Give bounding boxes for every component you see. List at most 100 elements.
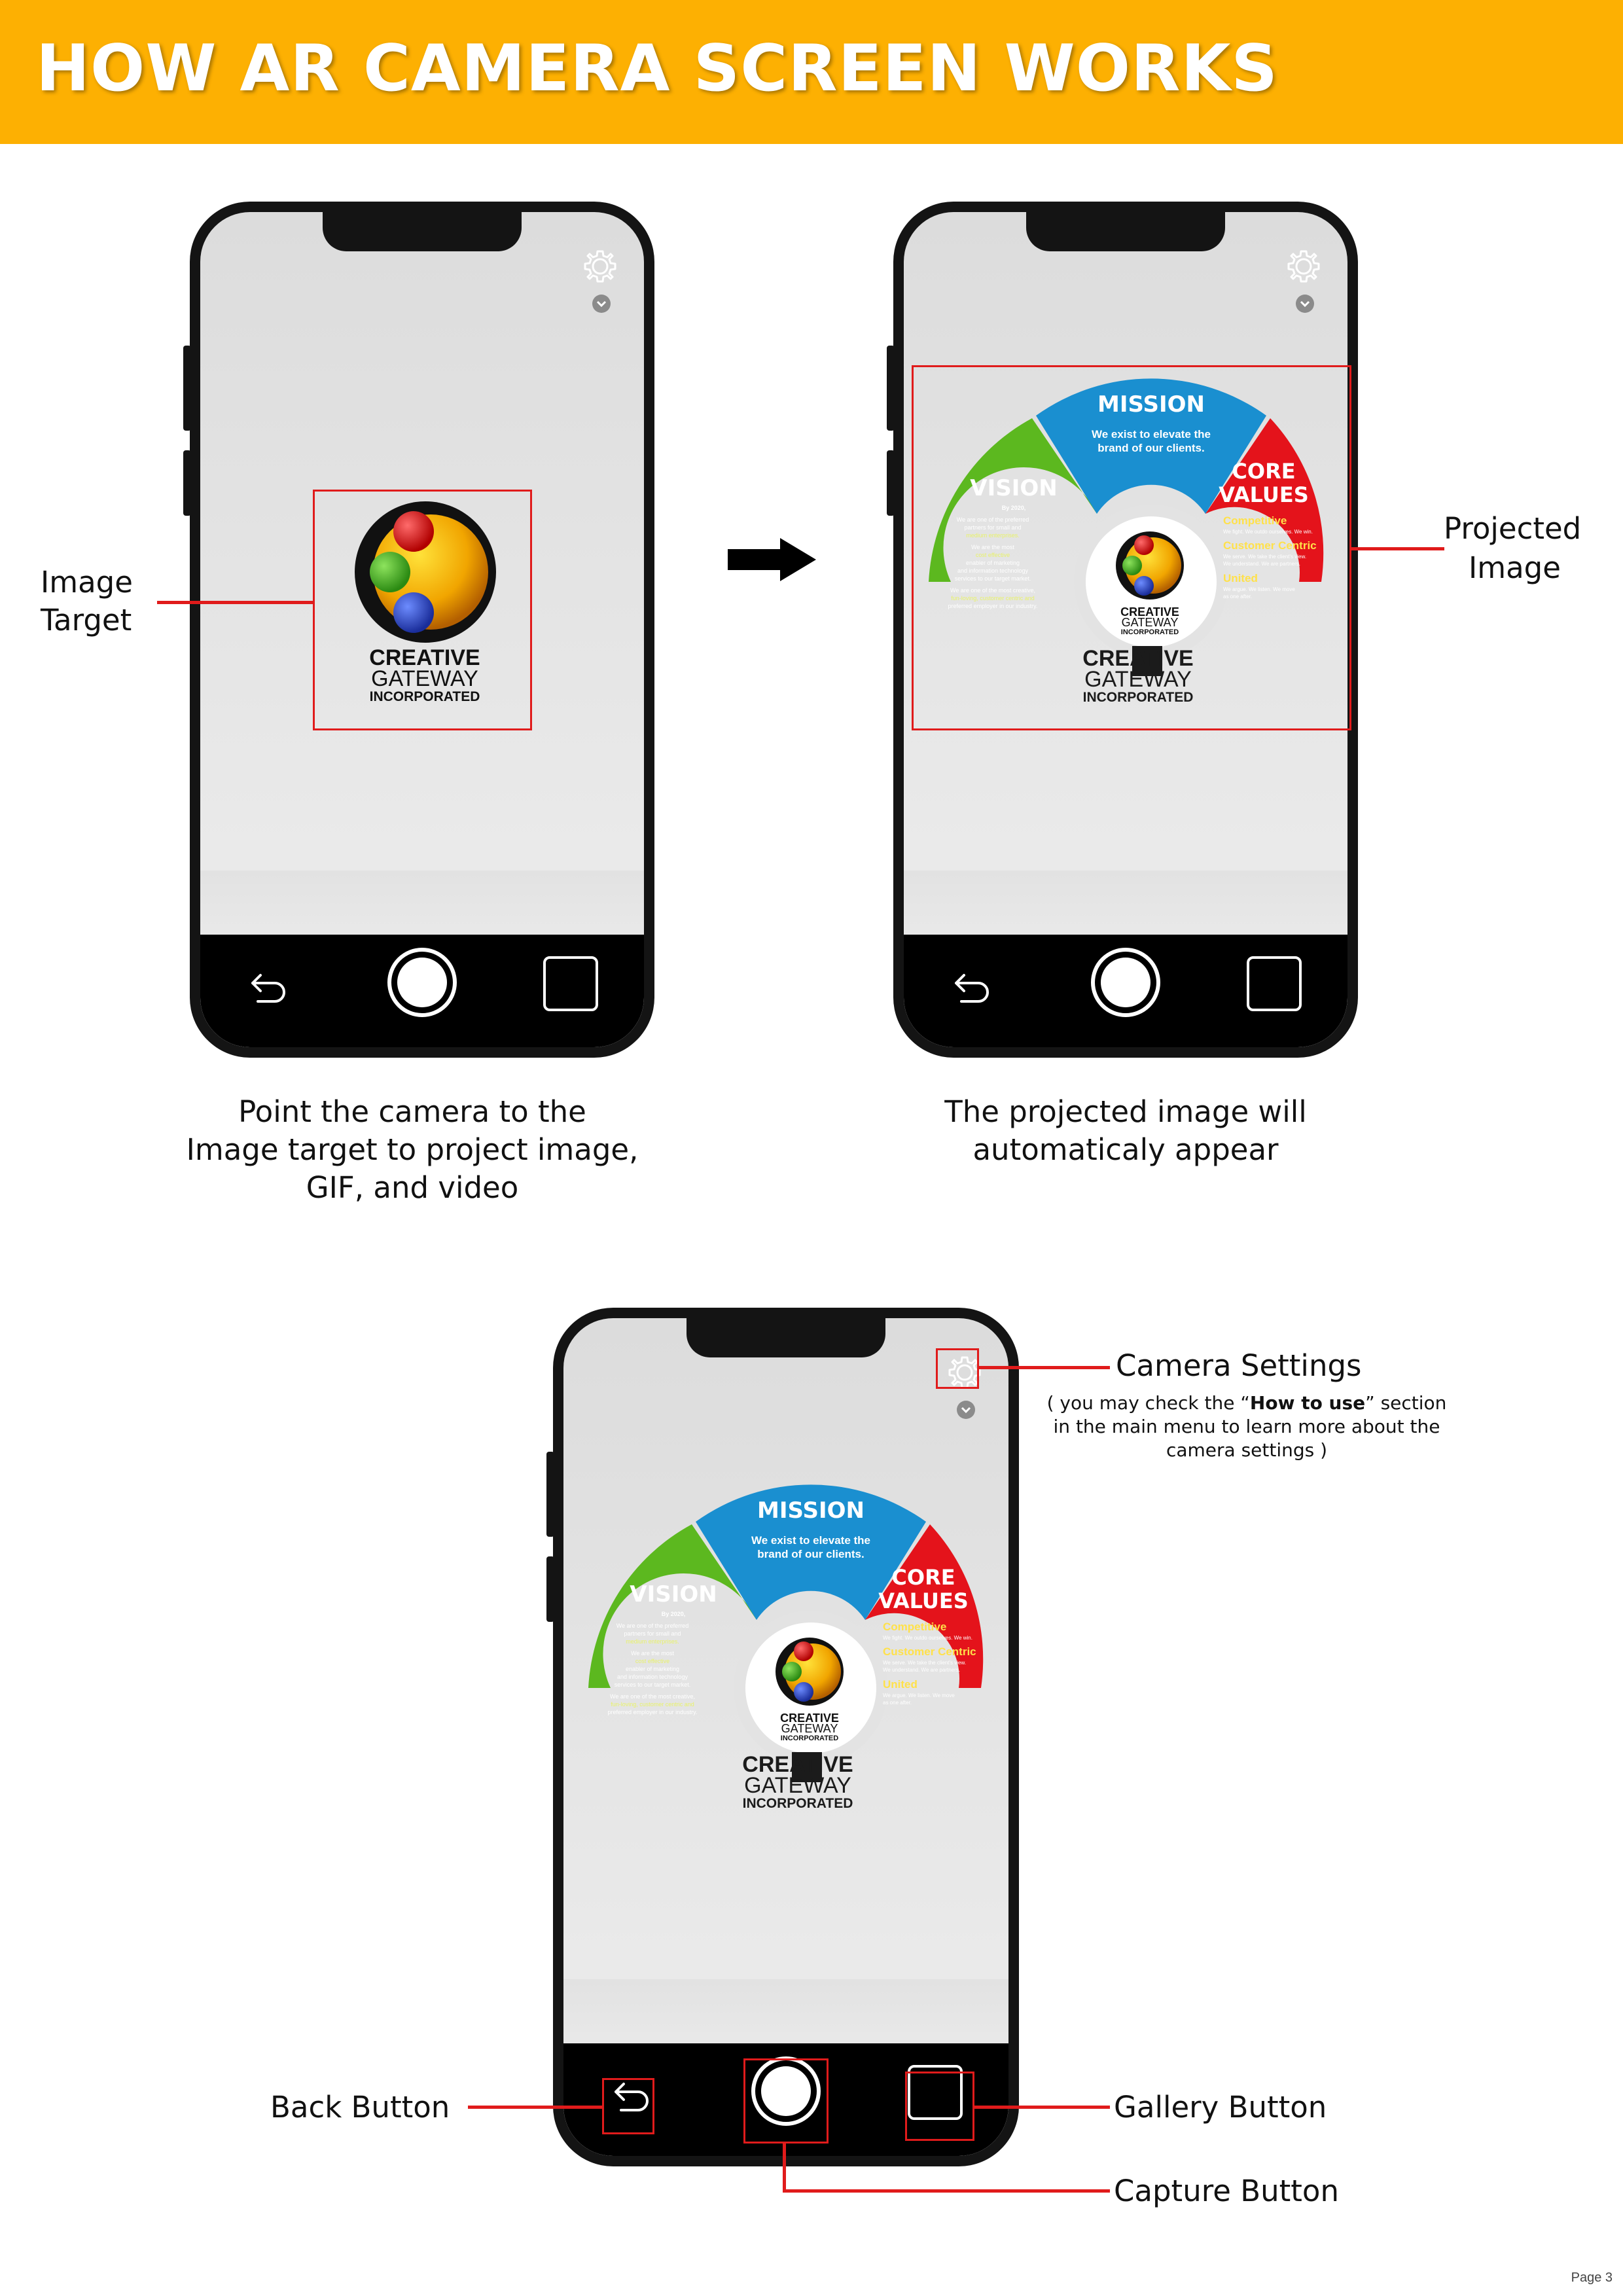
gallery-button-leader (974, 2106, 1110, 2109)
camera-settings-note: ( you may check the “How to use” section… (1037, 1391, 1456, 1462)
arrow-right-icon (728, 538, 816, 581)
volume-button (887, 450, 895, 516)
vision-text: cost effective (635, 1658, 669, 1664)
camera-settings-note-line: camera settings ) (1166, 1439, 1328, 1461)
vision-text: enabler of marketing (966, 560, 1020, 566)
vision-text: By 2020, (662, 1611, 686, 1617)
vision-text: We are the most (631, 1650, 674, 1657)
back-arrow-icon[interactable] (246, 962, 292, 1008)
camera-toolbar (904, 935, 1347, 1047)
caption-left-line: Point the camera to the (238, 1094, 586, 1129)
logo-text-gateway: GATEWAY (1084, 667, 1192, 692)
mission-text: We exist to elevate the (751, 1534, 870, 1547)
volume-button (887, 346, 895, 431)
gallery-icon[interactable] (908, 2065, 963, 2120)
caption-left-line: Image target to project image, (186, 1132, 639, 1167)
caption-right-line: The projected image will (944, 1094, 1307, 1129)
vision-text: preferred employer in our industry. (948, 603, 1038, 609)
core-value: Customer Centric (883, 1645, 976, 1658)
capture-button-leader-h (783, 2189, 1110, 2193)
camera-viewport: CREATIVE GATEWAY INCORPORATED (200, 212, 644, 1047)
logo-text-gateway: GATEWAY (371, 666, 478, 691)
core-value: United (883, 1678, 918, 1691)
camera-settings-label: Camera Settings (1116, 1348, 1362, 1383)
projection-graphic: CREATIVE GATEWAY INCORPORATED MISSION We… (588, 1484, 984, 1811)
vision-title: VISION (970, 475, 1057, 501)
camera-viewport: CREATIVE GATEWAY INCORPORATED MISSION We… (904, 212, 1347, 1047)
core-values-title: VALUES (1219, 482, 1309, 507)
camera-settings-leader (979, 1366, 1110, 1369)
chevron-down-icon[interactable] (1295, 294, 1315, 314)
volume-button (546, 1556, 554, 1622)
underlying-logo: CREATIVE GATEWAY INCORPORATED (1082, 646, 1194, 705)
core-value-text: We argue. We listen. We move (1223, 586, 1295, 592)
back-arrow-icon[interactable] (950, 962, 995, 1008)
projected-label-2: Image (1469, 550, 1561, 585)
vision-text: services to our target market. (955, 575, 1031, 582)
vision-text: enabler of marketing (626, 1666, 679, 1672)
phone-annotated: CREATIVE GATEWAY INCORPORATED MISSION We… (546, 1308, 1019, 2166)
note-text: ( you may check the “ (1046, 1392, 1250, 1414)
core-values-title: CORE (891, 1565, 955, 1590)
gallery-icon[interactable] (543, 956, 598, 1011)
caption-left: Point the camera to the Image target to … (151, 1093, 674, 1207)
gear-icon[interactable] (582, 249, 618, 284)
vision-text: We are the most (971, 544, 1014, 550)
center-logo-incorporated: INCORPORATED (1121, 628, 1179, 636)
gallery-button-highlight (905, 2072, 974, 2141)
core-value-text: We fight. We outdo ourselves. We win. (1223, 529, 1313, 535)
shutter-icon[interactable] (751, 2056, 821, 2126)
center-logo-gateway: GATEWAY (1122, 616, 1179, 629)
chevron-down-icon[interactable] (956, 1400, 976, 1420)
core-value-text: We understand. We are partners. (1223, 561, 1300, 567)
shutter-icon[interactable] (387, 948, 457, 1017)
note-bold-text: How to use (1249, 1392, 1366, 1414)
projected-image: CREATIVE GATEWAY INCORPORATED MISSION We… (929, 378, 1324, 705)
back-arrow-icon[interactable] (609, 2071, 655, 2117)
phone-notch (687, 1318, 885, 1357)
gallery-icon[interactable] (1247, 956, 1302, 1011)
center-logo-creative: CREATIVE (780, 1712, 839, 1725)
core-value: Customer Centric (1223, 539, 1317, 552)
vision-text: medium enterprises. (626, 1638, 679, 1645)
camera-settings-highlight (936, 1348, 979, 1389)
brand-logo: CREATIVE GATEWAY INCORPORATED (355, 501, 496, 704)
logo-text-incorporated: INCORPORATED (1083, 690, 1194, 705)
image-target-leader (157, 601, 313, 604)
core-value: United (1223, 572, 1258, 584)
shutter-icon[interactable] (1091, 948, 1160, 1017)
projected-image-highlight (912, 365, 1351, 730)
core-value-text: We fight. We outdo ourselves. We win. (883, 1635, 972, 1641)
vision-text: We are one of the preferred (616, 1623, 688, 1629)
vision-text: and information technology (957, 567, 1029, 574)
logo-text-gateway: GATEWAY (744, 1773, 851, 1798)
mission-segment (696, 1484, 926, 1620)
image-target-label-2: Target (41, 603, 132, 637)
caption-right-line: automaticaly appear (972, 1132, 1279, 1167)
vision-segment (588, 1524, 757, 1688)
vision-text: fun-loving, customer centric and (611, 1701, 694, 1708)
underlying-logo: CREATIVE GATEWAY INCORPORATED (742, 1752, 853, 1811)
logo-text-creative: CREATIVE (742, 1752, 853, 1777)
core-value-text: as one after. (1223, 594, 1252, 600)
vision-title: VISION (630, 1581, 717, 1607)
camera-settings-note-line: ( you may check the “How to use” section (1037, 1391, 1456, 1415)
mission-text: brand of our clients. (1097, 442, 1204, 454)
vision-text: We are one of the preferred (957, 516, 1029, 523)
center-logo-creative: CREATIVE (1120, 605, 1179, 619)
back-button-highlight (602, 2078, 654, 2134)
chevron-down-icon[interactable] (592, 294, 611, 314)
core-value-text: We understand. We are partners. (883, 1667, 960, 1673)
mission-text: brand of our clients. (757, 1548, 864, 1560)
vision-text: and information technology (617, 1674, 688, 1680)
shutter-inner (1101, 958, 1150, 1007)
camera-settings-note-line: in the main menu to learn more about the (1053, 1416, 1440, 1437)
page-title: HOW AR CAMERA SCREEN WORKS (36, 31, 1279, 106)
core-value: Competitive (883, 1621, 946, 1633)
center-logo-gateway: GATEWAY (781, 1722, 838, 1735)
gallery-button-label: Gallery Button (1114, 2090, 1327, 2125)
image-target-logo: CREATIVE GATEWAY INCORPORATED (349, 500, 500, 709)
capture-button-label: Capture Button (1114, 2174, 1339, 2208)
gear-icon[interactable] (1286, 249, 1321, 284)
projected-image: CREATIVE GATEWAY INCORPORATED MISSION We… (588, 1484, 984, 1811)
